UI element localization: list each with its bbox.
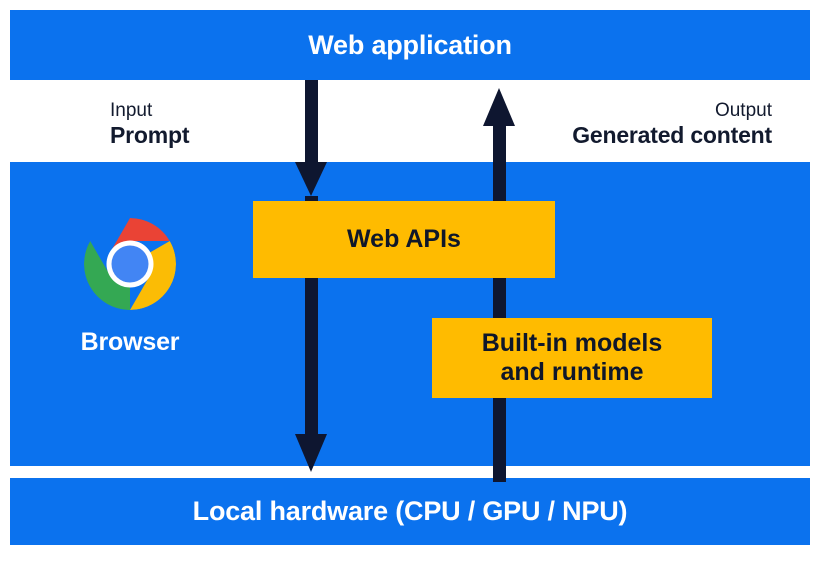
caption-input: Input Prompt: [110, 100, 190, 150]
box-built-in-models-label: Built-in models and runtime: [482, 329, 663, 387]
browser-block: Browser: [62, 216, 198, 357]
browser-label: Browser: [80, 328, 180, 356]
band-local-hardware-label: Local hardware (CPU / GPU / NPU): [192, 496, 628, 526]
caption-output-label: Generated content: [572, 122, 772, 149]
caption-input-kicker: Input: [110, 100, 153, 121]
chrome-logo: [84, 218, 176, 310]
box-web-apis[interactable]: Web APIs: [253, 201, 555, 278]
box-built-in-models-line2: and runtime: [500, 358, 644, 386]
output-arrow-head: [483, 88, 515, 126]
box-built-in-models-line1: Built-in models: [481, 329, 663, 357]
band-web-application: Web application: [10, 10, 810, 80]
box-web-apis-label: Web APIs: [347, 225, 461, 253]
band-web-application-label: Web application: [308, 29, 512, 60]
band-local-hardware: Local hardware (CPU / GPU / NPU): [10, 478, 810, 545]
caption-input-label: Prompt: [110, 122, 190, 149]
box-built-in-models[interactable]: Built-in models and runtime: [432, 318, 712, 398]
caption-output-kicker: Output: [714, 100, 772, 121]
caption-output: Output Generated content: [572, 100, 772, 150]
